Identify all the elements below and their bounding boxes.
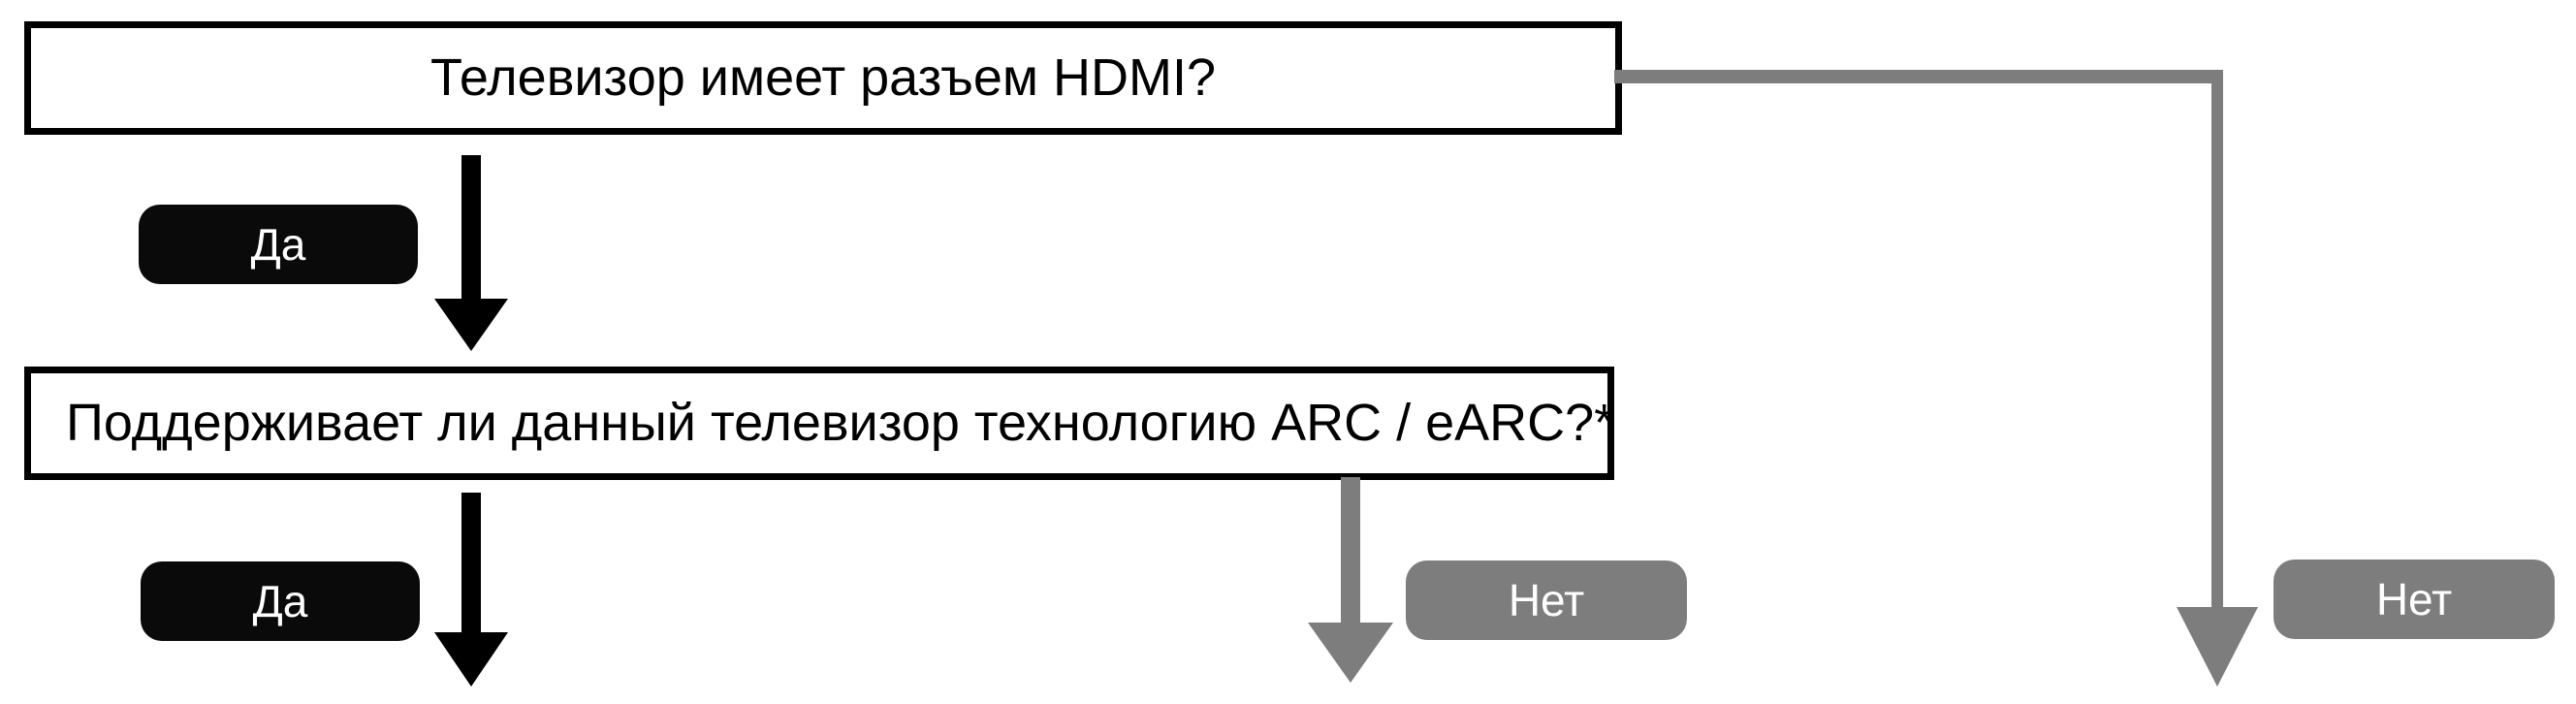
decision-box-arc[interactable]: Поддерживает ли данный телевизор техноло…: [24, 367, 1614, 480]
edge-label-hdmi-yes: Да: [139, 205, 418, 284]
decision-box-hdmi[interactable]: Телевизор имеет разъем HDMI?: [24, 21, 1622, 135]
edge-label-arc-yes: Да: [141, 561, 420, 641]
edge-hdmi-yes-arrow: [427, 155, 524, 359]
edge-label-arc-no-text: Нет: [1508, 575, 1585, 625]
edge-label-arc-no: Нет: [1406, 560, 1687, 640]
edge-label-arc-yes-text: Да: [252, 576, 308, 626]
edge-label-hdmi-no: Нет: [2274, 560, 2555, 639]
decision-box-arc-label: Поддерживает ли данный телевизор техноло…: [66, 394, 1615, 453]
decision-box-hdmi-label: Телевизор имеет разъем HDMI?: [429, 48, 1217, 108]
edge-arc-yes-arrow: [427, 493, 524, 701]
edge-label-hdmi-yes-text: Да: [250, 219, 306, 270]
edge-arc-no-arrow: [1304, 477, 1420, 695]
edge-hdmi-no-arrow: [1614, 64, 2312, 704]
edge-label-hdmi-no-text: Нет: [2375, 574, 2453, 624]
